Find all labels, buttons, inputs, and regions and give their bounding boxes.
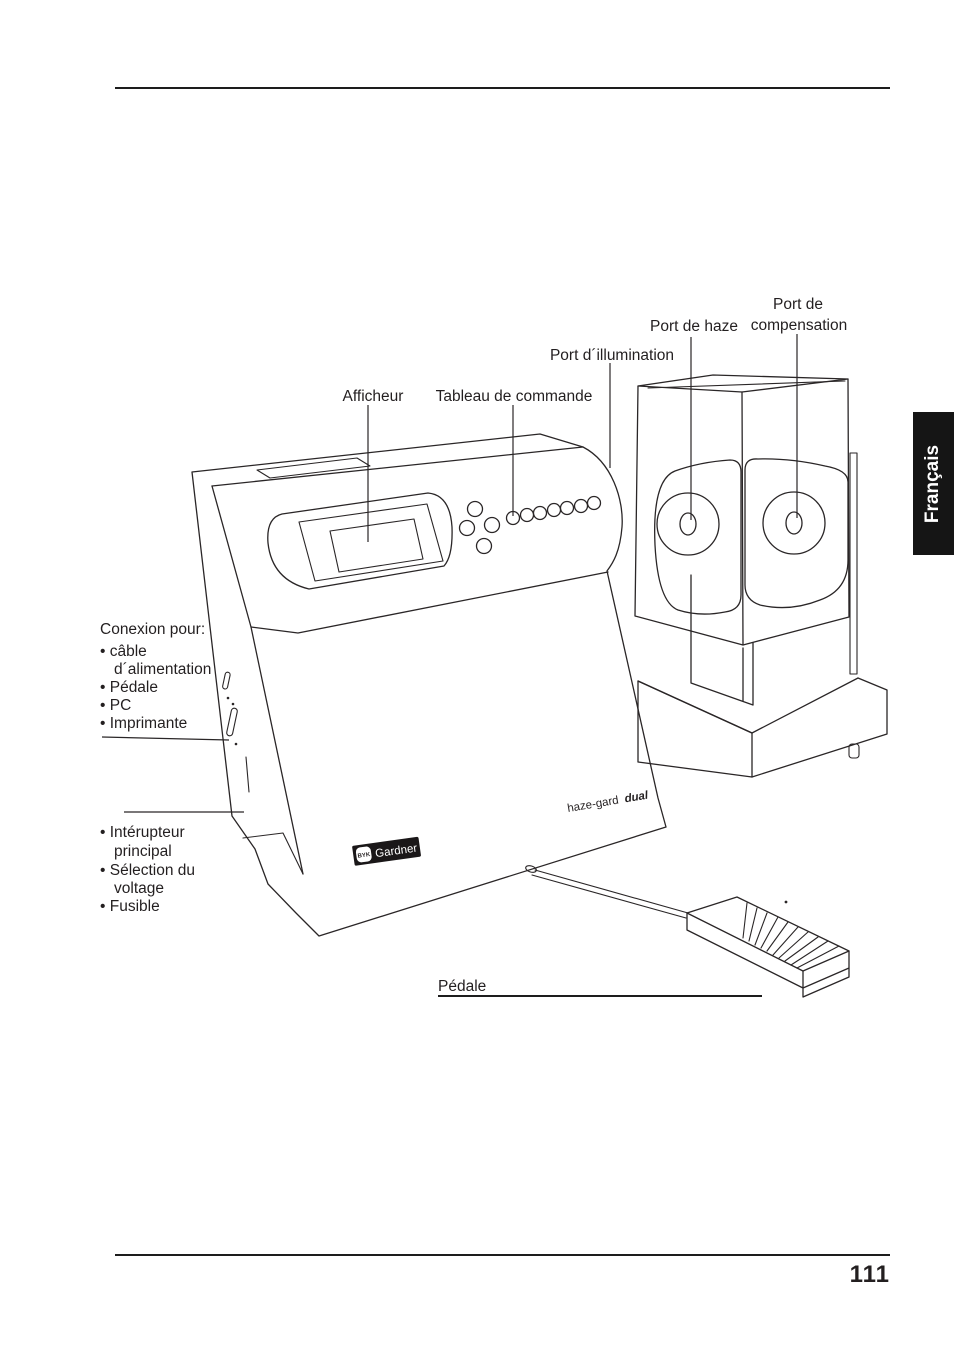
leader-connexion — [101, 736, 230, 741]
connection-line: • Pédale — [100, 679, 158, 696]
connector-pin — [226, 696, 230, 700]
model-name: haze-gard dual — [567, 790, 650, 815]
nav-buttons — [458, 500, 501, 555]
svg-text:haze-gard dual: haze-gard dual — [567, 790, 650, 815]
function-button — [573, 498, 589, 514]
label-port-illumination: Port d´illumination — [550, 347, 674, 364]
haze-port — [656, 492, 720, 556]
power-line: • Sélection du — [100, 862, 195, 879]
page-number: 111 — [849, 1261, 890, 1288]
function-button — [532, 505, 548, 521]
function-button — [519, 507, 535, 523]
top-strip-recess — [256, 457, 371, 479]
power-line: voltage — [114, 880, 164, 897]
nav-button-up — [466, 500, 484, 518]
display-bezel — [267, 492, 453, 590]
console-outline — [191, 433, 667, 937]
base-foot — [848, 743, 860, 759]
nav-button-left — [458, 519, 476, 537]
sample-column — [690, 574, 754, 706]
haze-port-aperture — [679, 512, 697, 536]
pedal-top — [686, 896, 850, 972]
foot-pedal-group — [525, 865, 850, 998]
connection-line: • Imprimante — [100, 715, 187, 732]
leader-lines — [101, 334, 798, 997]
byk-gardner-logo: BYK Gardner — [352, 836, 421, 866]
function-button — [559, 500, 575, 516]
connection-title: Conexion pour: — [100, 621, 205, 638]
label-pedale: Pédale — [438, 978, 486, 995]
connection-block: Conexion pour: • câble d´alimentation • … — [100, 621, 211, 732]
compensation-port-bezel — [744, 458, 849, 609]
sensor-head — [634, 374, 850, 646]
compensation-port — [762, 491, 826, 555]
left-side-edge — [211, 485, 304, 875]
power-line: • Intérupteur — [100, 824, 185, 841]
connection-line: • câble — [100, 643, 147, 660]
side-notch — [245, 756, 250, 793]
pedal-cable — [531, 869, 689, 919]
display-screen — [329, 518, 424, 573]
print-speck — [784, 900, 788, 904]
pedal-ribs — [742, 902, 840, 969]
connection-line: • PC — [100, 697, 131, 714]
label-tableau-de-commande: Tableau de commande — [436, 388, 593, 405]
main-console: haze-gard dual BYK Gardner — [191, 433, 667, 937]
logo-badge — [355, 846, 372, 863]
connector-pin — [231, 702, 235, 706]
function-buttons — [505, 495, 602, 526]
connector-socket-small — [222, 671, 231, 690]
bottom-rule — [115, 1254, 890, 1256]
connector-socket-large — [226, 707, 238, 737]
function-button — [586, 495, 602, 511]
label-port-compensation-1: Port de — [773, 296, 823, 313]
sensor-tower — [634, 374, 888, 778]
power-line: principal — [114, 843, 172, 860]
power-line: • Fusible — [100, 898, 160, 915]
power-block: • Intérupteur principal • Sélection du v… — [100, 824, 195, 915]
display-assembly — [267, 492, 453, 590]
tower-base — [637, 677, 888, 778]
top-rule — [115, 87, 890, 89]
connector-panel — [222, 671, 238, 746]
label-port-haze: Port de haze — [650, 318, 738, 335]
logo-brand-text: Gardner — [375, 842, 419, 860]
nav-button-right — [483, 516, 501, 534]
top-strip-edge — [211, 446, 584, 487]
model-name-regular: haze-gard — [567, 795, 620, 815]
label-port-compensation-2: compensation — [751, 317, 848, 334]
connection-line: d´alimentation — [114, 661, 211, 678]
foot-wedge — [242, 832, 304, 875]
connector-pin — [234, 742, 238, 746]
nav-button-down — [475, 537, 493, 555]
tower-back-rod — [849, 452, 858, 675]
model-name-bold: dual — [624, 790, 650, 806]
display-frame — [298, 503, 444, 582]
pedal-sides — [686, 912, 850, 998]
language-tab: Français — [913, 412, 954, 555]
label-afficheur: Afficheur — [343, 388, 404, 405]
logo-mark-text: BYK — [357, 852, 371, 860]
function-button — [546, 502, 562, 518]
panel-ridge — [250, 571, 609, 634]
callout-labels: Afficheur Tableau de commande Port d´ill… — [343, 296, 848, 995]
haze-port-bezel — [654, 459, 742, 615]
compensation-port-aperture — [785, 511, 803, 535]
